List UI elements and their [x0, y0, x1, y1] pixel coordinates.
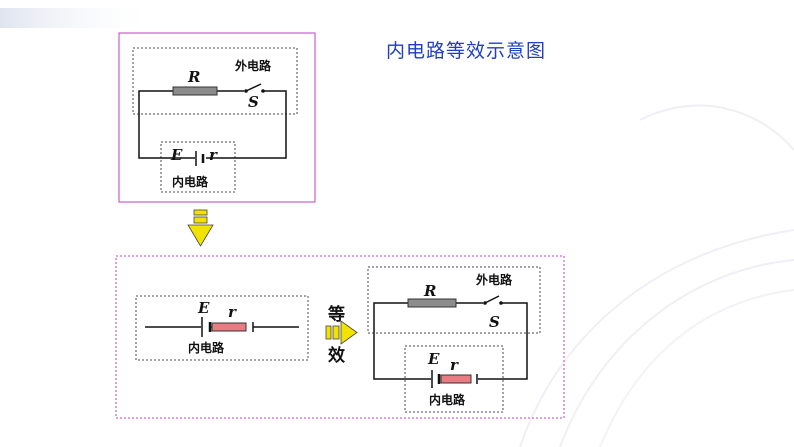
right-label-e: E	[427, 350, 440, 368]
right-label-outer-circuit: 外电路	[476, 272, 513, 287]
left-internal-resistor	[211, 322, 247, 332]
label-outer-circuit: 外电路	[235, 58, 272, 73]
switch-blade	[245, 83, 262, 92]
equivalent-circuit: R S 外电路 E r 内电路	[367, 266, 541, 413]
left-label-inner-circuit: 内电路	[188, 340, 225, 355]
top-frame	[118, 32, 316, 203]
right-arrow-icon	[325, 320, 358, 345]
right-label-inner-circuit: 内电路	[429, 392, 466, 407]
right-switch-blade	[484, 295, 500, 304]
right-wire-left	[373, 302, 431, 380]
page-title: 内电路等效示意图	[386, 40, 547, 62]
label-e: E	[170, 146, 183, 164]
label-r: R	[187, 68, 200, 86]
bottom-frame	[115, 255, 565, 419]
right-inner-box	[404, 345, 504, 413]
down-arrow-icon	[187, 209, 214, 247]
left-label-e: E	[197, 299, 210, 317]
right-internal-resistor	[440, 374, 472, 384]
inner-circuit-box	[160, 141, 236, 193]
wire-right	[206, 90, 287, 159]
right-wire-right	[478, 302, 528, 380]
left-label-r: r	[228, 303, 237, 321]
right-resistor-r	[407, 298, 457, 308]
label-r-internal: r	[209, 146, 218, 164]
label-equivalent-top: 等	[328, 304, 345, 325]
right-label-r: R	[423, 282, 436, 300]
resistor-r	[172, 86, 218, 96]
label-inner-circuit: 内电路	[172, 174, 209, 189]
wire-left	[138, 90, 195, 159]
original-circuit: R S 外电路 E r 内电路	[118, 32, 316, 203]
outer-circuit-box	[132, 47, 298, 115]
left-dashed-box	[135, 295, 309, 361]
equivalence-indicator: 等 效	[325, 304, 358, 366]
switch-contact-right	[261, 89, 265, 93]
label-equivalent-bottom: 效	[328, 345, 345, 366]
right-label-r-internal: r	[450, 356, 459, 374]
label-s: S	[248, 93, 259, 111]
inner-circuit-equivalent: E r 内电路	[135, 295, 309, 361]
right-outer-box	[367, 266, 541, 334]
right-label-s: S	[489, 313, 500, 331]
right-switch-contact-right	[499, 301, 503, 305]
